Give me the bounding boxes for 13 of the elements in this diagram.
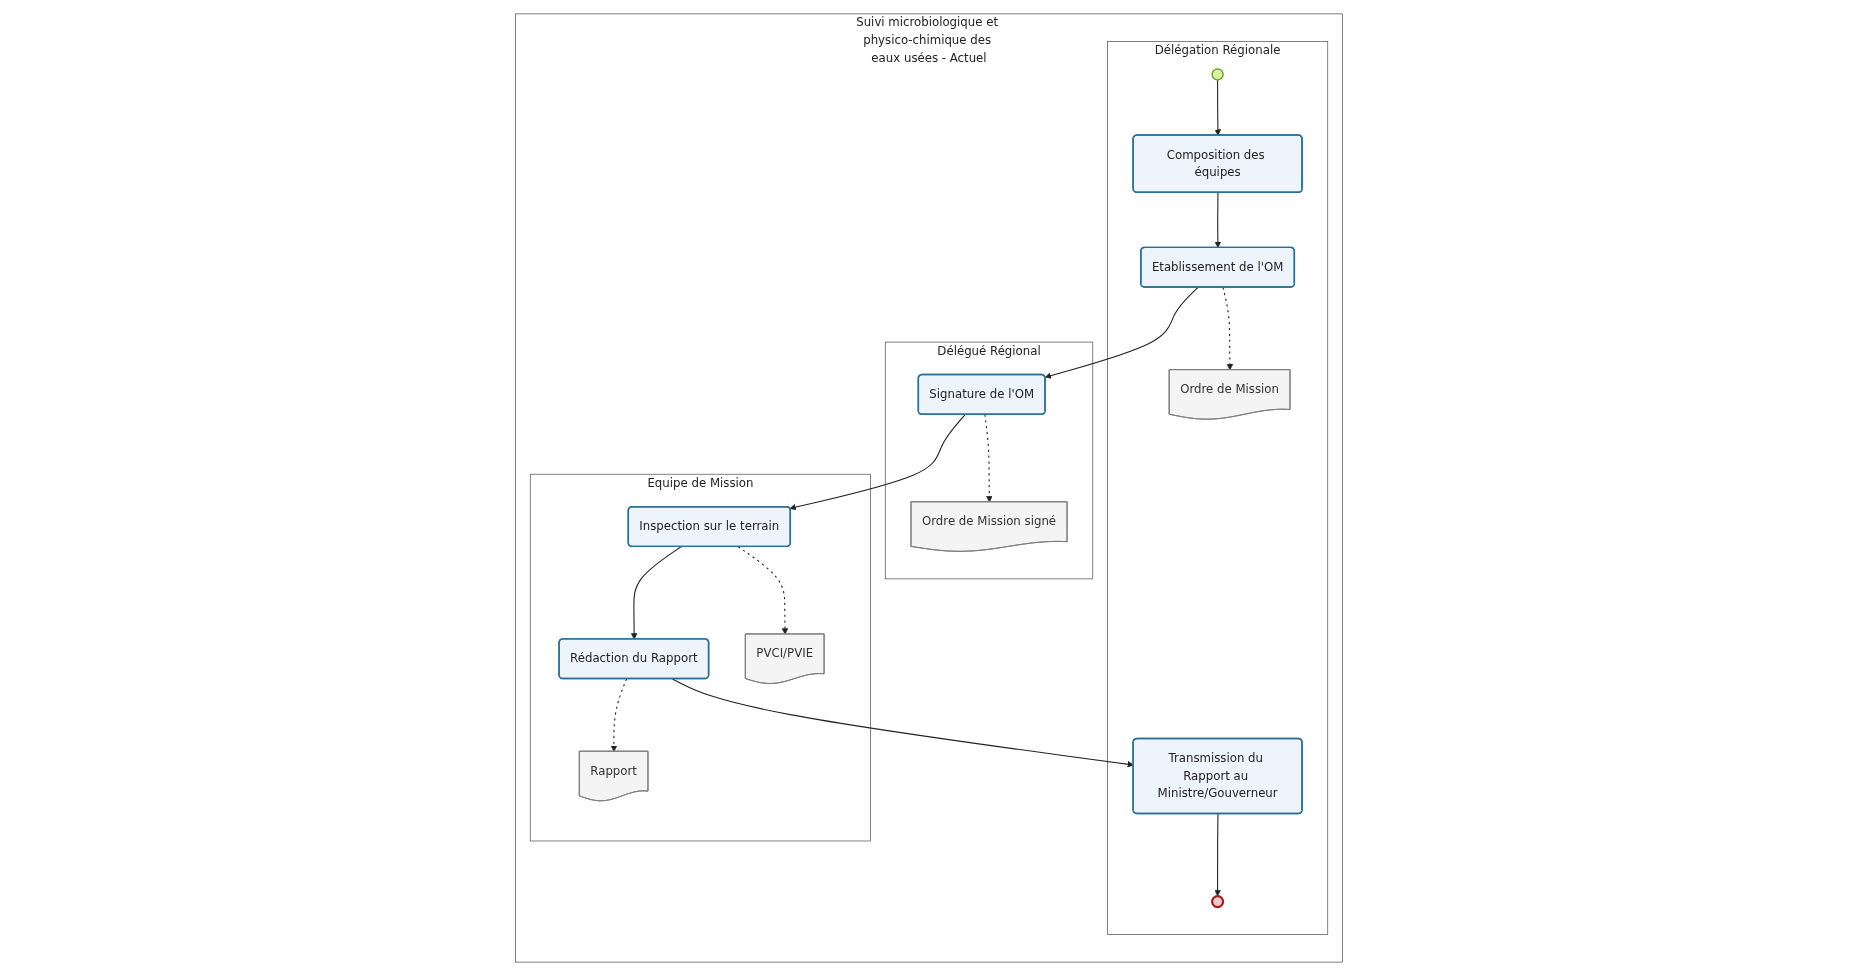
node-circle: [1211, 68, 1224, 81]
arrow: [671, 678, 1134, 768]
arrow: [1214, 813, 1221, 897]
arrow: [1214, 79, 1222, 136]
arrow: [610, 678, 628, 752]
arrow: [1222, 286, 1234, 371]
arrow: [630, 546, 682, 640]
arrow: [789, 414, 966, 511]
arrow: [737, 546, 789, 635]
arrow: [1214, 192, 1222, 248]
arrow: [984, 414, 993, 503]
node-circle: [1211, 894, 1225, 909]
arrow: [1044, 286, 1199, 379]
